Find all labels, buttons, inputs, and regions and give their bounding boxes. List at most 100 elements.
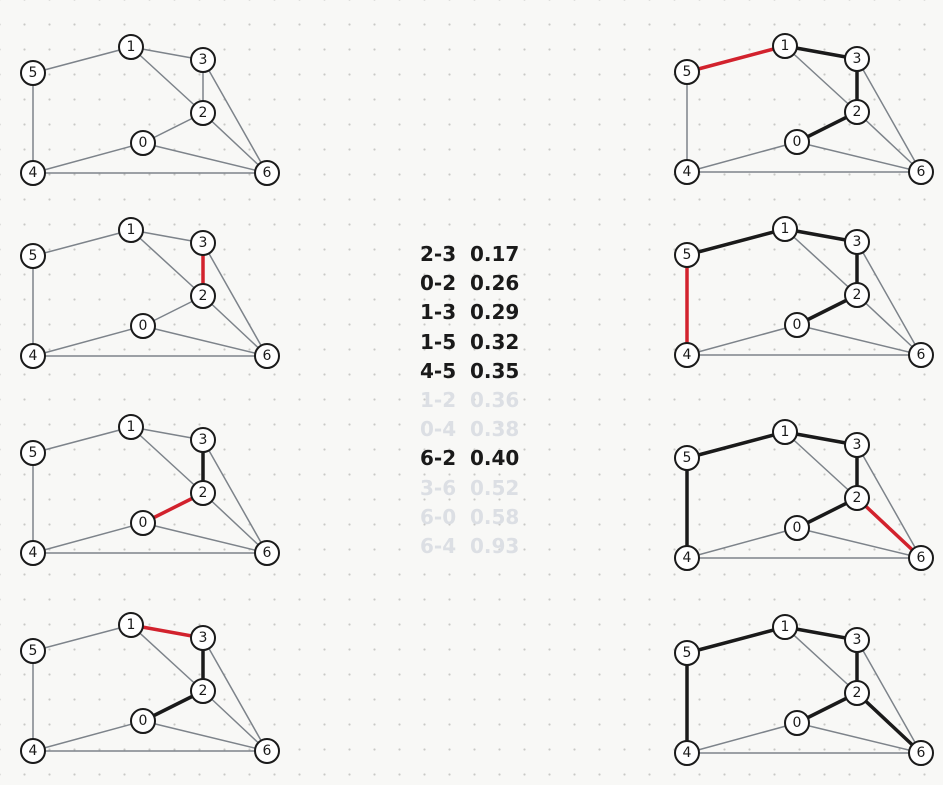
node-2: 2 — [190, 100, 216, 126]
node-0: 0 — [784, 312, 810, 338]
node-label: 1 — [127, 39, 136, 55]
node-3: 3 — [190, 230, 216, 256]
edge-1-5-highlight — [685, 44, 787, 74]
edge-0-4-default — [686, 722, 798, 754]
node-label: 4 — [683, 347, 692, 363]
edge-6-0-default — [796, 141, 922, 173]
edge-1-2-default — [130, 229, 204, 297]
weight-edge-label: 6-4 — [420, 534, 457, 559]
node-1: 1 — [118, 34, 144, 60]
node-5: 5 — [20, 440, 46, 466]
weight-value: 0.26 — [470, 271, 520, 296]
node-label: 6 — [917, 745, 926, 761]
edge-6-0-default — [796, 722, 922, 754]
node-3: 3 — [844, 627, 870, 653]
edge-0-4-default — [32, 142, 144, 174]
node-label: 2 — [199, 105, 208, 121]
node-3: 3 — [190, 427, 216, 453]
weight-value: 0.36 — [470, 388, 520, 413]
edge-1-5-selected — [685, 227, 787, 257]
node-0: 0 — [784, 129, 810, 155]
node-2: 2 — [844, 99, 870, 125]
weight-value: 0.93 — [470, 534, 520, 559]
node-label: 2 — [199, 683, 208, 699]
node-4: 4 — [674, 342, 700, 368]
node-1: 1 — [772, 614, 798, 640]
edge-6-0-default — [796, 324, 922, 356]
edge-1-2-default — [130, 624, 204, 692]
node-label: 3 — [199, 630, 208, 646]
node-0: 0 — [130, 510, 156, 536]
edge-1-2-default — [130, 426, 204, 494]
weight-edge-label: 6-2 — [420, 446, 457, 471]
node-4: 4 — [20, 738, 46, 764]
node-label: 0 — [793, 317, 802, 333]
edge-0-4-default — [32, 720, 144, 752]
edge-3-6-default — [856, 639, 922, 754]
node-3: 3 — [844, 229, 870, 255]
edge-6-2-selected — [855, 691, 923, 755]
weight-edge-label: 3-6 — [420, 475, 457, 500]
node-label: 4 — [29, 165, 38, 181]
edge-1-2-default — [784, 626, 858, 694]
node-label: 6 — [263, 743, 272, 759]
node-5: 5 — [20, 60, 46, 86]
node-label: 5 — [683, 450, 692, 466]
edge-6-0-default — [142, 325, 268, 357]
node-label: 5 — [29, 248, 38, 264]
node-label: 4 — [29, 545, 38, 561]
node-6: 6 — [908, 342, 934, 368]
node-2: 2 — [844, 282, 870, 308]
node-label: 0 — [139, 515, 148, 531]
weight-edge-label: 4-5 — [420, 358, 457, 383]
edge-6-0-default — [796, 527, 922, 559]
edge-3-6-default — [856, 241, 922, 356]
weight-value: 0.38 — [470, 417, 520, 442]
node-label: 5 — [29, 643, 38, 659]
edge-1-5-selected — [685, 430, 787, 460]
edge-3-6-default — [202, 242, 268, 357]
weight-value: 0.40 — [470, 446, 520, 471]
node-0: 0 — [130, 708, 156, 734]
node-label: 5 — [683, 645, 692, 661]
node-5: 5 — [20, 638, 46, 664]
edge-6-2-default — [202, 295, 268, 357]
edge-0-4-default — [686, 527, 798, 559]
edge-3-6-default — [856, 444, 922, 559]
node-label: 6 — [263, 545, 272, 561]
edge-1-5-default — [32, 426, 132, 454]
node-label: 6 — [263, 165, 272, 181]
node-label: 3 — [853, 437, 862, 453]
node-4: 4 — [20, 343, 46, 369]
edge-6-2-default — [856, 294, 922, 356]
node-6: 6 — [254, 160, 280, 186]
weight-edge-label: 0-4 — [420, 417, 457, 442]
node-6: 6 — [908, 740, 934, 766]
node-label: 4 — [683, 164, 692, 180]
node-5: 5 — [20, 243, 46, 269]
node-label: 1 — [127, 222, 136, 238]
weight-edge-label: 1-3 — [420, 300, 457, 325]
weight-value: 0.52 — [470, 475, 520, 500]
edge-1-5-default — [32, 46, 132, 74]
node-0: 0 — [784, 710, 810, 736]
node-5: 5 — [674, 242, 700, 268]
node-4: 4 — [20, 540, 46, 566]
node-label: 0 — [793, 520, 802, 536]
node-3: 3 — [844, 432, 870, 458]
node-label: 0 — [793, 134, 802, 150]
edge-6-0-default — [142, 522, 268, 554]
node-label: 0 — [139, 713, 148, 729]
node-3: 3 — [190, 625, 216, 651]
node-label: 5 — [683, 247, 692, 263]
node-label: 3 — [853, 51, 862, 67]
weight-row-0-4: 0-4 0.38 — [420, 415, 519, 444]
node-label: 1 — [781, 619, 790, 635]
